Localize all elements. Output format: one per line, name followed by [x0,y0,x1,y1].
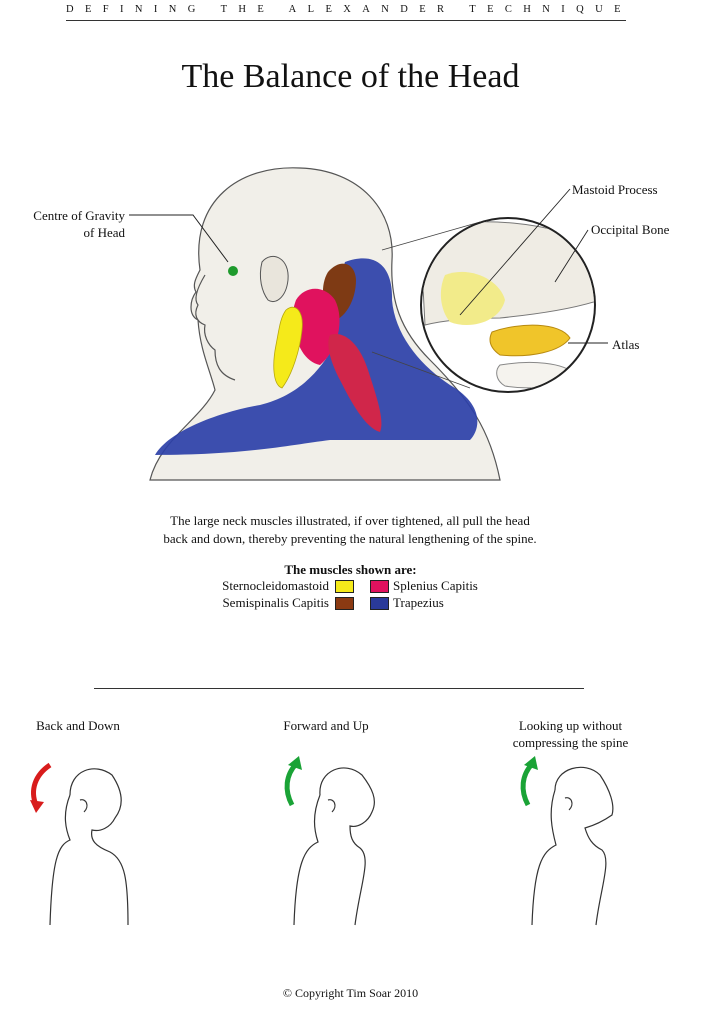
zoom-line-top [381,221,481,251]
looking-up-line2: compressing the spine [512,735,629,750]
pose-figures [30,756,614,926]
occipital-label: Occipital Bone [591,222,670,237]
atlas-vertebra [489,324,571,357]
description-line1: The large neck muscles illustrated, if o… [170,513,530,528]
legend-item-sternocleidomastoid: Sternocleidomastoid [222,578,329,593]
sternocleidomastoid-muscle [273,306,303,389]
back-down-arrowhead-icon [30,800,44,813]
swatch-trapezius [370,597,389,610]
page-title: The Balance of the Head [181,58,520,95]
running-header: DEFINING THE ALEXANDER TECHNIQUE [66,2,626,21]
pose-caption-forward-up: Forward and Up [283,718,369,733]
section-divider [94,688,584,689]
pose-caption-back-down: Back and Down [36,718,120,733]
trapezius-muscle [155,258,478,455]
zoom-line-bottom [371,351,471,389]
face-profile [195,274,236,381]
legend-item-semispinalis: Semispinalis Capitis [222,595,329,610]
centre-gravity-line1: Centre of Gravity [33,208,125,223]
pose-caption-looking-up: Looking up without compressing the spine [488,717,653,751]
description-line2: back and down, thereby preventing the na… [163,531,537,546]
centre-gravity-label: Centre of Gravity of Head [21,207,125,241]
ear-shape [259,256,289,303]
mastoid-leader [459,188,571,316]
swatch-sternocleidomastoid [335,580,354,593]
forward-up-arrowhead-icon [288,756,302,770]
description: The large neck muscles illustrated, if o… [100,512,600,548]
atlas-label: Atlas [612,337,640,352]
centre-of-gravity-dot [228,266,238,276]
occipital-leader [554,229,589,283]
looking-up-arrow-icon [520,762,534,807]
legend-item-splenius: Splenius Capitis [393,578,478,593]
legend-item-trapezius: Trapezius [393,595,444,610]
centre-gravity-leader [129,214,229,263]
deep-neck-fibres [328,334,382,432]
head-neck-illustration [129,167,608,481]
centre-gravity-line2: of Head [83,225,125,240]
back-down-arrow-icon [31,762,52,806]
looking-up-arrowhead-icon [524,756,538,770]
pose-figure-forward-up [293,767,375,926]
splenius-muscle [292,288,340,365]
swatch-semispinalis [335,597,354,610]
mastoid-label: Mastoid Process [572,182,658,197]
pose-figure-looking-up [531,766,614,926]
copyright: © Copyright Tim Soar 2010 [282,986,419,1000]
looking-up-line1: Looking up without [518,718,623,733]
swatch-splenius [370,580,389,593]
pose-figure-back-down [49,768,129,926]
legend-title: The muscles shown are: [284,562,417,577]
forward-up-arrow-icon [284,762,298,807]
mastoid-process [440,271,505,326]
